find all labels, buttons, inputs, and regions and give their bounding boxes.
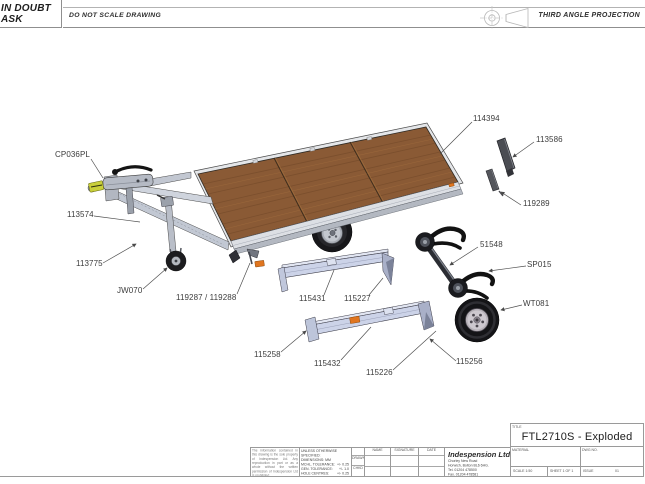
name-cell-drawn [365, 455, 390, 466]
date-header: DATE [426, 448, 437, 453]
scale-label: SCALE 1:50 [513, 469, 533, 474]
part-label-cp036pl: CP036PL [55, 150, 90, 159]
part-label-119289: 119289 [523, 199, 550, 208]
in-doubt-ask-label: IN DOUBT ASK [1, 2, 51, 25]
mudguard-boards [485, 137, 516, 197]
company-address-line-2: Horwich, Bolton BL6 6HG. [448, 464, 489, 468]
drawing-title: FTL2710S - Exploded [521, 431, 633, 443]
part-label-sp015: SP015 [527, 260, 552, 269]
gen-tolerance-value: +/- 1.0 [338, 467, 349, 472]
date-cell-drawn [419, 455, 444, 466]
sheet-cell: SHEET 1 OF 1 [548, 467, 581, 476]
spec-table: The information contained in this drawin… [250, 447, 445, 477]
dwg-no-label: DWG NO. [582, 448, 598, 453]
dimensions-line: DIMENSIONS: MM [301, 458, 331, 463]
signature-cell-chkd [391, 465, 418, 477]
title-box: TITLE FTL2710S - Exploded [510, 423, 644, 447]
third-angle-projection-label: THIRD ANGLE PROJECTION [538, 12, 640, 19]
part-label-115256: 115256 [456, 357, 483, 366]
mchl-tolerance-label: MCHL. TOLERANCE: [301, 463, 336, 467]
issue-value: 01 [615, 469, 619, 474]
third-angle-projection-icon [480, 6, 529, 30]
gen-tolerance-label: GEN. TOLERANCE: [301, 467, 333, 472]
part-label-119287-119288: 119287 / 119288 [176, 293, 237, 302]
date-column: DATE [419, 448, 444, 476]
part-label-113775: 113775 [76, 259, 103, 268]
name-header: NAME [372, 448, 383, 453]
do-not-scale-label: DO NOT SCALE DRAWING [69, 12, 162, 19]
date-cell-chkd [419, 465, 444, 477]
part-label-115227: 115227 [344, 294, 371, 303]
part-label-51548: 51548 [480, 240, 503, 249]
leader-lines [90, 121, 535, 371]
jockey-wheel [156, 194, 187, 272]
part-label-115431: 115431 [299, 294, 326, 303]
axle-assembly [415, 226, 496, 300]
part-label-jw070: JW070 [117, 286, 143, 295]
disclaimer-cell: The information contained in this drawin… [251, 448, 300, 476]
part-label-115258: 115258 [254, 350, 281, 359]
part-label-115432: 115432 [314, 359, 341, 368]
signature-header: SIGNATURE [394, 448, 415, 453]
part-label-115226: 115226 [366, 368, 393, 377]
tolerance-cell: UNLESS OTHERWISE SPECIFIED: DIMENSIONS: … [300, 448, 352, 476]
mchl-tolerance-value: +/- 0.25 [337, 463, 349, 467]
tolerance-heading: UNLESS OTHERWISE SPECIFIED: [301, 449, 338, 458]
hole-centres-value: +/- 0.25 [337, 472, 349, 476]
scale-cell: SCALE 1:50 [511, 467, 548, 476]
in-doubt-ask-cell: IN DOUBT ASK [0, 0, 62, 28]
company-name: Indespension Ltd [448, 450, 511, 459]
scale-sheet-issue-row: SCALE 1:50 SHEET 1 OF 1 ISSUE 01 [510, 466, 644, 477]
part-label-wt081: WT081 [523, 299, 550, 308]
title-field-label: TITLE [512, 425, 522, 430]
side-member-lower [304, 300, 435, 343]
name-cell-chkd [365, 465, 390, 477]
material-cell: MATERIAL [511, 447, 581, 466]
spare-wheel [454, 297, 500, 343]
disclaimer-text: The information contained in this drawin… [252, 449, 298, 476]
company-block: Indespension Ltd Chorley New Road Horwic… [445, 447, 510, 477]
part-label-113586: 113586 [536, 135, 563, 144]
issue-label: ISSUE [583, 469, 594, 474]
part-label-113574: 113574 [67, 210, 94, 219]
sheet-bottom-line [0, 476, 251, 477]
name-column: NAME [365, 448, 391, 476]
hole-centres-label: HOLE CENTRES: [301, 472, 330, 476]
side-member-upper [277, 248, 395, 293]
signature-column: SIGNATURE [391, 448, 419, 476]
dwg-no-cell: DWG NO. [581, 447, 643, 466]
drawn-chkd-column: DRAWN CHKD [352, 448, 365, 476]
chkd-label: CHKD [353, 466, 363, 471]
trailer-bed [193, 122, 464, 255]
sheet-label: SHEET 1 OF 1 [550, 469, 574, 474]
small-brackets [228, 248, 265, 268]
drawn-label: DRAWN [352, 456, 365, 460]
issue-cell: ISSUE 01 [581, 467, 643, 476]
company-address-line-1: Chorley New Road [448, 459, 478, 464]
material-dwg-row: MATERIAL DWG NO. [510, 446, 644, 467]
signature-cell-drawn [391, 455, 418, 466]
company-address-line-3: Tel. 01204 478500 [448, 468, 477, 473]
company-address-line-4: Fax. 01204 478581 [448, 473, 479, 477]
header-strip: DO NOT SCALE DRAWING THIRD ANGLE PROJECT… [63, 6, 645, 30]
material-label: MATERIAL [512, 448, 530, 453]
part-label-114394: 114394 [473, 114, 500, 123]
